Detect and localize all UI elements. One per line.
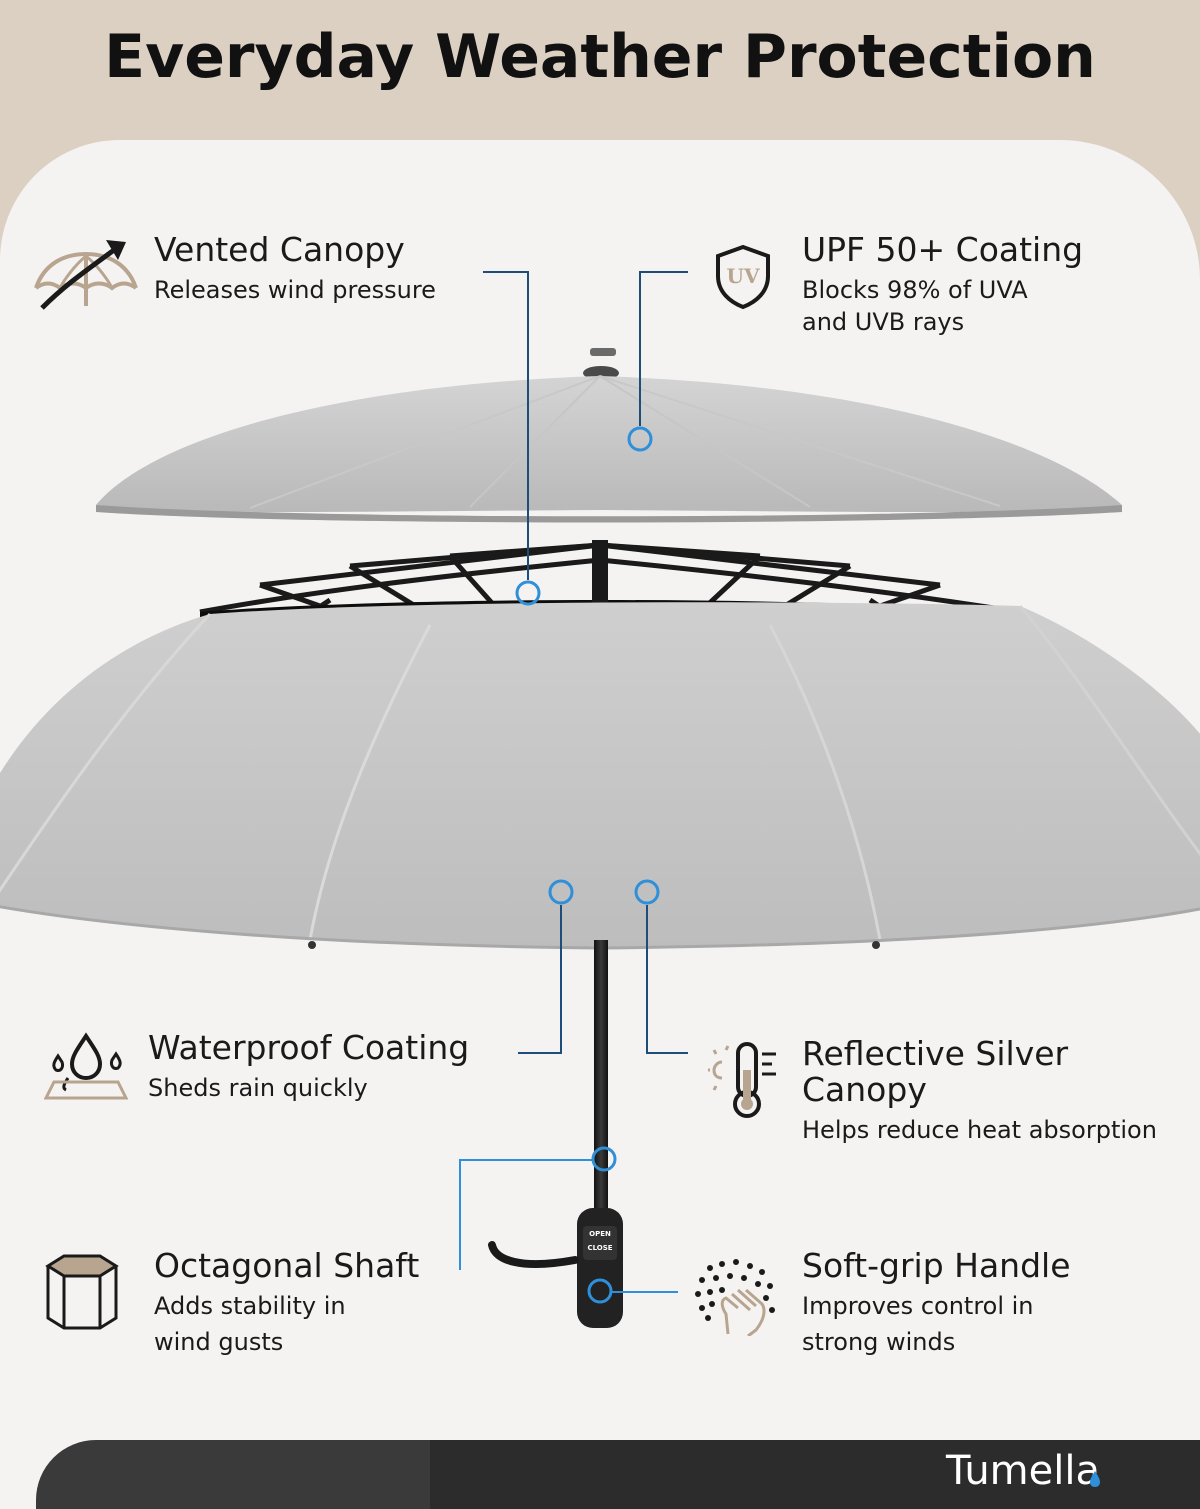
callout-dots [515, 426, 660, 1304]
reflective-canopy-title-line2: Canopy [802, 1070, 927, 1109]
thermometer-sun-icon [708, 1042, 776, 1118]
upf-coating-desc-line2: and UVB rays [802, 308, 965, 336]
lower-shaft [594, 940, 608, 1215]
vent-knob [583, 348, 619, 380]
hand-grip-icon [695, 1259, 775, 1336]
vent-canopy [96, 375, 1122, 523]
uv-shield-label: UV [727, 264, 760, 288]
reflective-canopy-desc: Helps reduce heat absorption [802, 1116, 1157, 1144]
octagonal-shaft-desc-line2: wind gusts [154, 1328, 284, 1356]
reflective-canopy-title-line1: Reflective Silver [802, 1034, 1069, 1073]
umbrella-wind-icon [34, 240, 138, 310]
upf-coating-title: UPF 50+ Coating [802, 230, 1084, 269]
vented-canopy-title: Vented Canopy [154, 230, 405, 269]
water-drop-icon [44, 1032, 128, 1100]
upf-coating-desc-line1: Blocks 98% of UVA [802, 276, 1028, 304]
handle-open-label: OPEN [589, 1230, 611, 1238]
octagonal-shaft-desc-line1: Adds stability in [154, 1292, 346, 1320]
waterproof-coating-title: Waterproof Coating [148, 1028, 470, 1067]
soft-grip-handle-desc-line1: Improves control in [802, 1292, 1034, 1320]
brand-logo: Tumella [945, 1448, 1100, 1494]
soft-grip-handle-desc-line2: strong winds [802, 1328, 956, 1356]
handle: OPEN CLOSE [488, 1208, 623, 1328]
main-canopy [0, 602, 1200, 950]
octagon-prism-icon [45, 1254, 119, 1330]
vented-canopy-desc: Releases wind pressure [154, 276, 436, 304]
waterproof-coating-desc: Sheds rain quickly [148, 1074, 368, 1102]
callout-lines [459, 271, 688, 1293]
page-title: Everyday Weather Protection [104, 22, 1096, 92]
handle-close-label: CLOSE [587, 1244, 612, 1252]
octagonal-shaft-title: Octagonal Shaft [154, 1246, 420, 1285]
upper-shaft [592, 540, 608, 620]
brand-drop-icon [1090, 1471, 1100, 1487]
uv-shield-icon: UV [716, 244, 770, 310]
soft-grip-handle-title: Soft-grip Handle [802, 1246, 1071, 1285]
footer-bar-dark [430, 1440, 1200, 1509]
